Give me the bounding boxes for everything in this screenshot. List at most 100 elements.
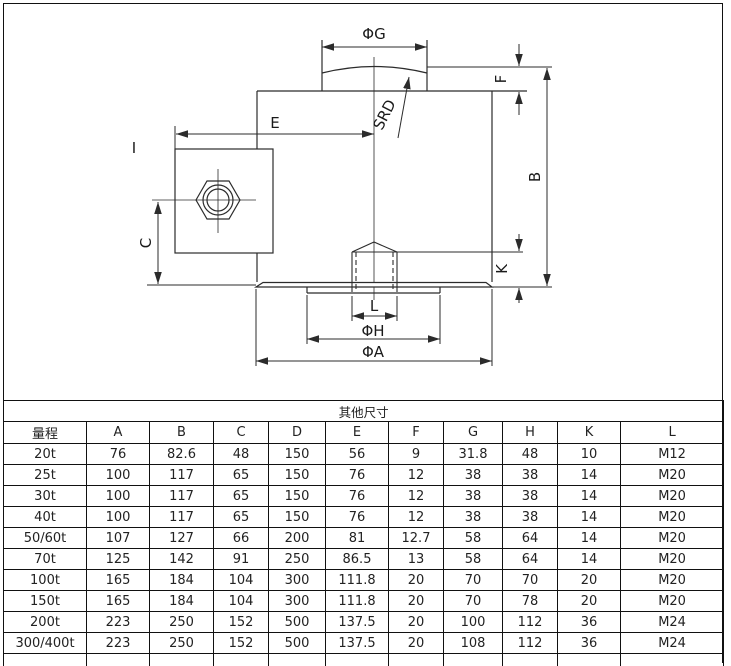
value-cell: 150 — [269, 486, 326, 507]
value-cell: 117 — [150, 507, 214, 528]
value-cell: 14 — [558, 528, 621, 549]
value-cell: 38 — [444, 465, 503, 486]
value-cell: 100 — [87, 465, 150, 486]
value-cell: M24 — [621, 633, 724, 654]
value-cell: 112 — [503, 612, 558, 633]
column-header: D — [269, 422, 326, 444]
value-cell: 250 — [150, 633, 214, 654]
range-cell: 30t — [4, 486, 87, 507]
dim-label-e: E — [270, 114, 279, 132]
value-cell: 184 — [150, 591, 214, 612]
empty-cell — [4, 654, 87, 666]
value-cell: M24 — [621, 612, 724, 633]
column-header: H — [503, 422, 558, 444]
value-cell: 107 — [87, 528, 150, 549]
empty-cell — [389, 654, 444, 666]
value-cell: 65 — [214, 465, 269, 486]
value-cell: 13 — [389, 549, 444, 570]
value-cell: 200 — [269, 528, 326, 549]
empty-cell — [214, 654, 269, 666]
partial-table-row — [4, 654, 724, 666]
empty-cell — [269, 654, 326, 666]
value-cell: 76 — [326, 507, 389, 528]
table-title-row: 其他尺寸 — [4, 401, 724, 422]
value-cell: 76 — [326, 486, 389, 507]
value-cell: 14 — [558, 549, 621, 570]
value-cell: 10 — [558, 444, 621, 465]
value-cell: 14 — [558, 465, 621, 486]
column-header: K — [558, 422, 621, 444]
range-cell: 150t — [4, 591, 87, 612]
value-cell: 14 — [558, 486, 621, 507]
column-header: 量程 — [4, 422, 87, 444]
value-cell: 38 — [503, 507, 558, 528]
value-cell: M20 — [621, 507, 724, 528]
value-cell: 12.7 — [389, 528, 444, 549]
value-cell: 125 — [87, 549, 150, 570]
load-cell-technical-drawing: ΦG F SRD E I B C K L ΦH ΦA — [0, 0, 731, 400]
value-cell: 137.5 — [326, 633, 389, 654]
value-cell: 56 — [326, 444, 389, 465]
value-cell: 104 — [214, 570, 269, 591]
column-header: C — [214, 422, 269, 444]
value-cell: 14 — [558, 507, 621, 528]
column-header: A — [87, 422, 150, 444]
range-cell: 100t — [4, 570, 87, 591]
dim-label-f: F — [492, 75, 510, 84]
value-cell: 70 — [503, 570, 558, 591]
value-cell: 111.8 — [326, 591, 389, 612]
value-cell: 64 — [503, 549, 558, 570]
value-cell: 117 — [150, 486, 214, 507]
value-cell: 152 — [214, 612, 269, 633]
value-cell: 65 — [214, 486, 269, 507]
value-cell: 65 — [214, 507, 269, 528]
value-cell: 137.5 — [326, 612, 389, 633]
value-cell: 150 — [269, 444, 326, 465]
value-cell: 100 — [87, 507, 150, 528]
value-cell: 223 — [87, 633, 150, 654]
dim-label-l: L — [370, 297, 379, 315]
srd-leader-arrow — [398, 77, 409, 138]
value-cell: 31.8 — [444, 444, 503, 465]
value-cell: 20 — [389, 612, 444, 633]
value-cell: 100 — [444, 612, 503, 633]
value-cell: 108 — [444, 633, 503, 654]
range-cell: 40t — [4, 507, 87, 528]
value-cell: 36 — [558, 633, 621, 654]
value-cell: 300 — [269, 591, 326, 612]
range-cell: 200t — [4, 612, 87, 633]
value-cell: 152 — [214, 633, 269, 654]
value-cell: M20 — [621, 591, 724, 612]
value-cell: 36 — [558, 612, 621, 633]
value-cell: 81 — [326, 528, 389, 549]
section-mark-label: I — [132, 139, 136, 157]
value-cell: 104 — [214, 591, 269, 612]
value-cell: 70 — [444, 591, 503, 612]
value-cell: 86.5 — [326, 549, 389, 570]
value-cell: 38 — [444, 507, 503, 528]
load-cell-body — [256, 40, 527, 293]
value-cell: 250 — [269, 549, 326, 570]
junction-box — [175, 149, 273, 253]
dim-label-phi-h: ΦH — [361, 322, 384, 340]
value-cell: 78 — [503, 591, 558, 612]
dim-label-phi-a: ΦA — [362, 343, 385, 361]
value-cell: 64 — [503, 528, 558, 549]
value-cell: 12 — [389, 486, 444, 507]
value-cell: 58 — [444, 528, 503, 549]
value-cell: 20 — [389, 591, 444, 612]
dim-label-c: C — [137, 238, 155, 248]
value-cell: 12 — [389, 465, 444, 486]
value-cell: M12 — [621, 444, 724, 465]
dim-label-k: K — [493, 263, 511, 274]
column-header: L — [621, 422, 724, 444]
value-cell: 142 — [150, 549, 214, 570]
value-cell: 70 — [444, 570, 503, 591]
